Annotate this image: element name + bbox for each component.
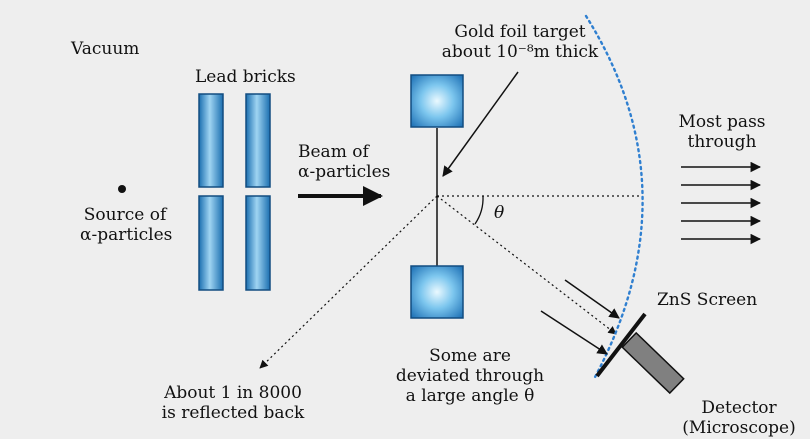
most-pass-label: Most pass through	[662, 112, 782, 152]
some-deviated-label-line2: deviated through	[395, 366, 545, 386]
reflected-label: About 1 in 8000 is reflected back	[158, 383, 308, 423]
detector-microscope	[621, 331, 685, 395]
detector-label-line1: Detector	[701, 398, 777, 418]
foil-holder-top	[410, 74, 464, 128]
lead-brick-top-left	[198, 93, 224, 188]
source-dot	[118, 185, 126, 193]
detector-label: Detector (Microscope)	[680, 398, 798, 438]
detector-label-line2: (Microscope)	[682, 418, 796, 438]
gold-foil-label: Gold foil target about 10⁻⁸m thick	[425, 22, 615, 62]
foil-holder-bottom	[410, 265, 464, 319]
gold-foil-label-line1: Gold foil target	[454, 22, 586, 42]
gold-foil-label-line2: about 10⁻⁸m thick	[441, 42, 599, 62]
lead-brick-top-right	[245, 93, 271, 188]
deviated-path-dotted	[436, 195, 617, 335]
most-pass-label-line2: through	[687, 132, 757, 152]
zns-screen-plate	[595, 312, 647, 378]
theta-arc	[474, 195, 484, 225]
most-pass-label-line1: Most pass	[678, 112, 766, 132]
lead-brick-bottom-left	[198, 195, 224, 291]
some-deviated-label-line3: a large angle θ	[405, 386, 535, 406]
source-label: Source of α-particles	[80, 205, 173, 245]
zns-screen-label: ZnS Screen	[657, 290, 758, 310]
theta-label: θ	[494, 203, 505, 223]
some-deviated-label-line1: Some are	[429, 346, 511, 366]
beam-label-line2: α-particles	[298, 162, 391, 182]
reflected-label-line2: is reflected back	[161, 403, 305, 423]
deviated-arrow-1	[564, 279, 620, 319]
gold-foil-pointer	[442, 71, 519, 177]
deviated-arrow-2	[540, 310, 608, 355]
some-deviated-label: Some are deviated through a large angle …	[395, 346, 545, 406]
lead-brick-bottom-right	[245, 195, 271, 291]
reflected-label-line1: About 1 in 8000	[164, 383, 302, 403]
vacuum-label: Vacuum	[71, 39, 140, 59]
source-label-line2: α-particles	[80, 225, 173, 245]
zns-screen-arc	[584, 14, 644, 381]
source-label-line1: Source of	[83, 205, 167, 225]
beam-label-line1: Beam of	[298, 142, 369, 162]
lead-bricks-label: Lead bricks	[195, 67, 296, 87]
beam-label: Beam of α-particles	[298, 142, 390, 182]
reflected-path-dotted	[259, 195, 438, 369]
